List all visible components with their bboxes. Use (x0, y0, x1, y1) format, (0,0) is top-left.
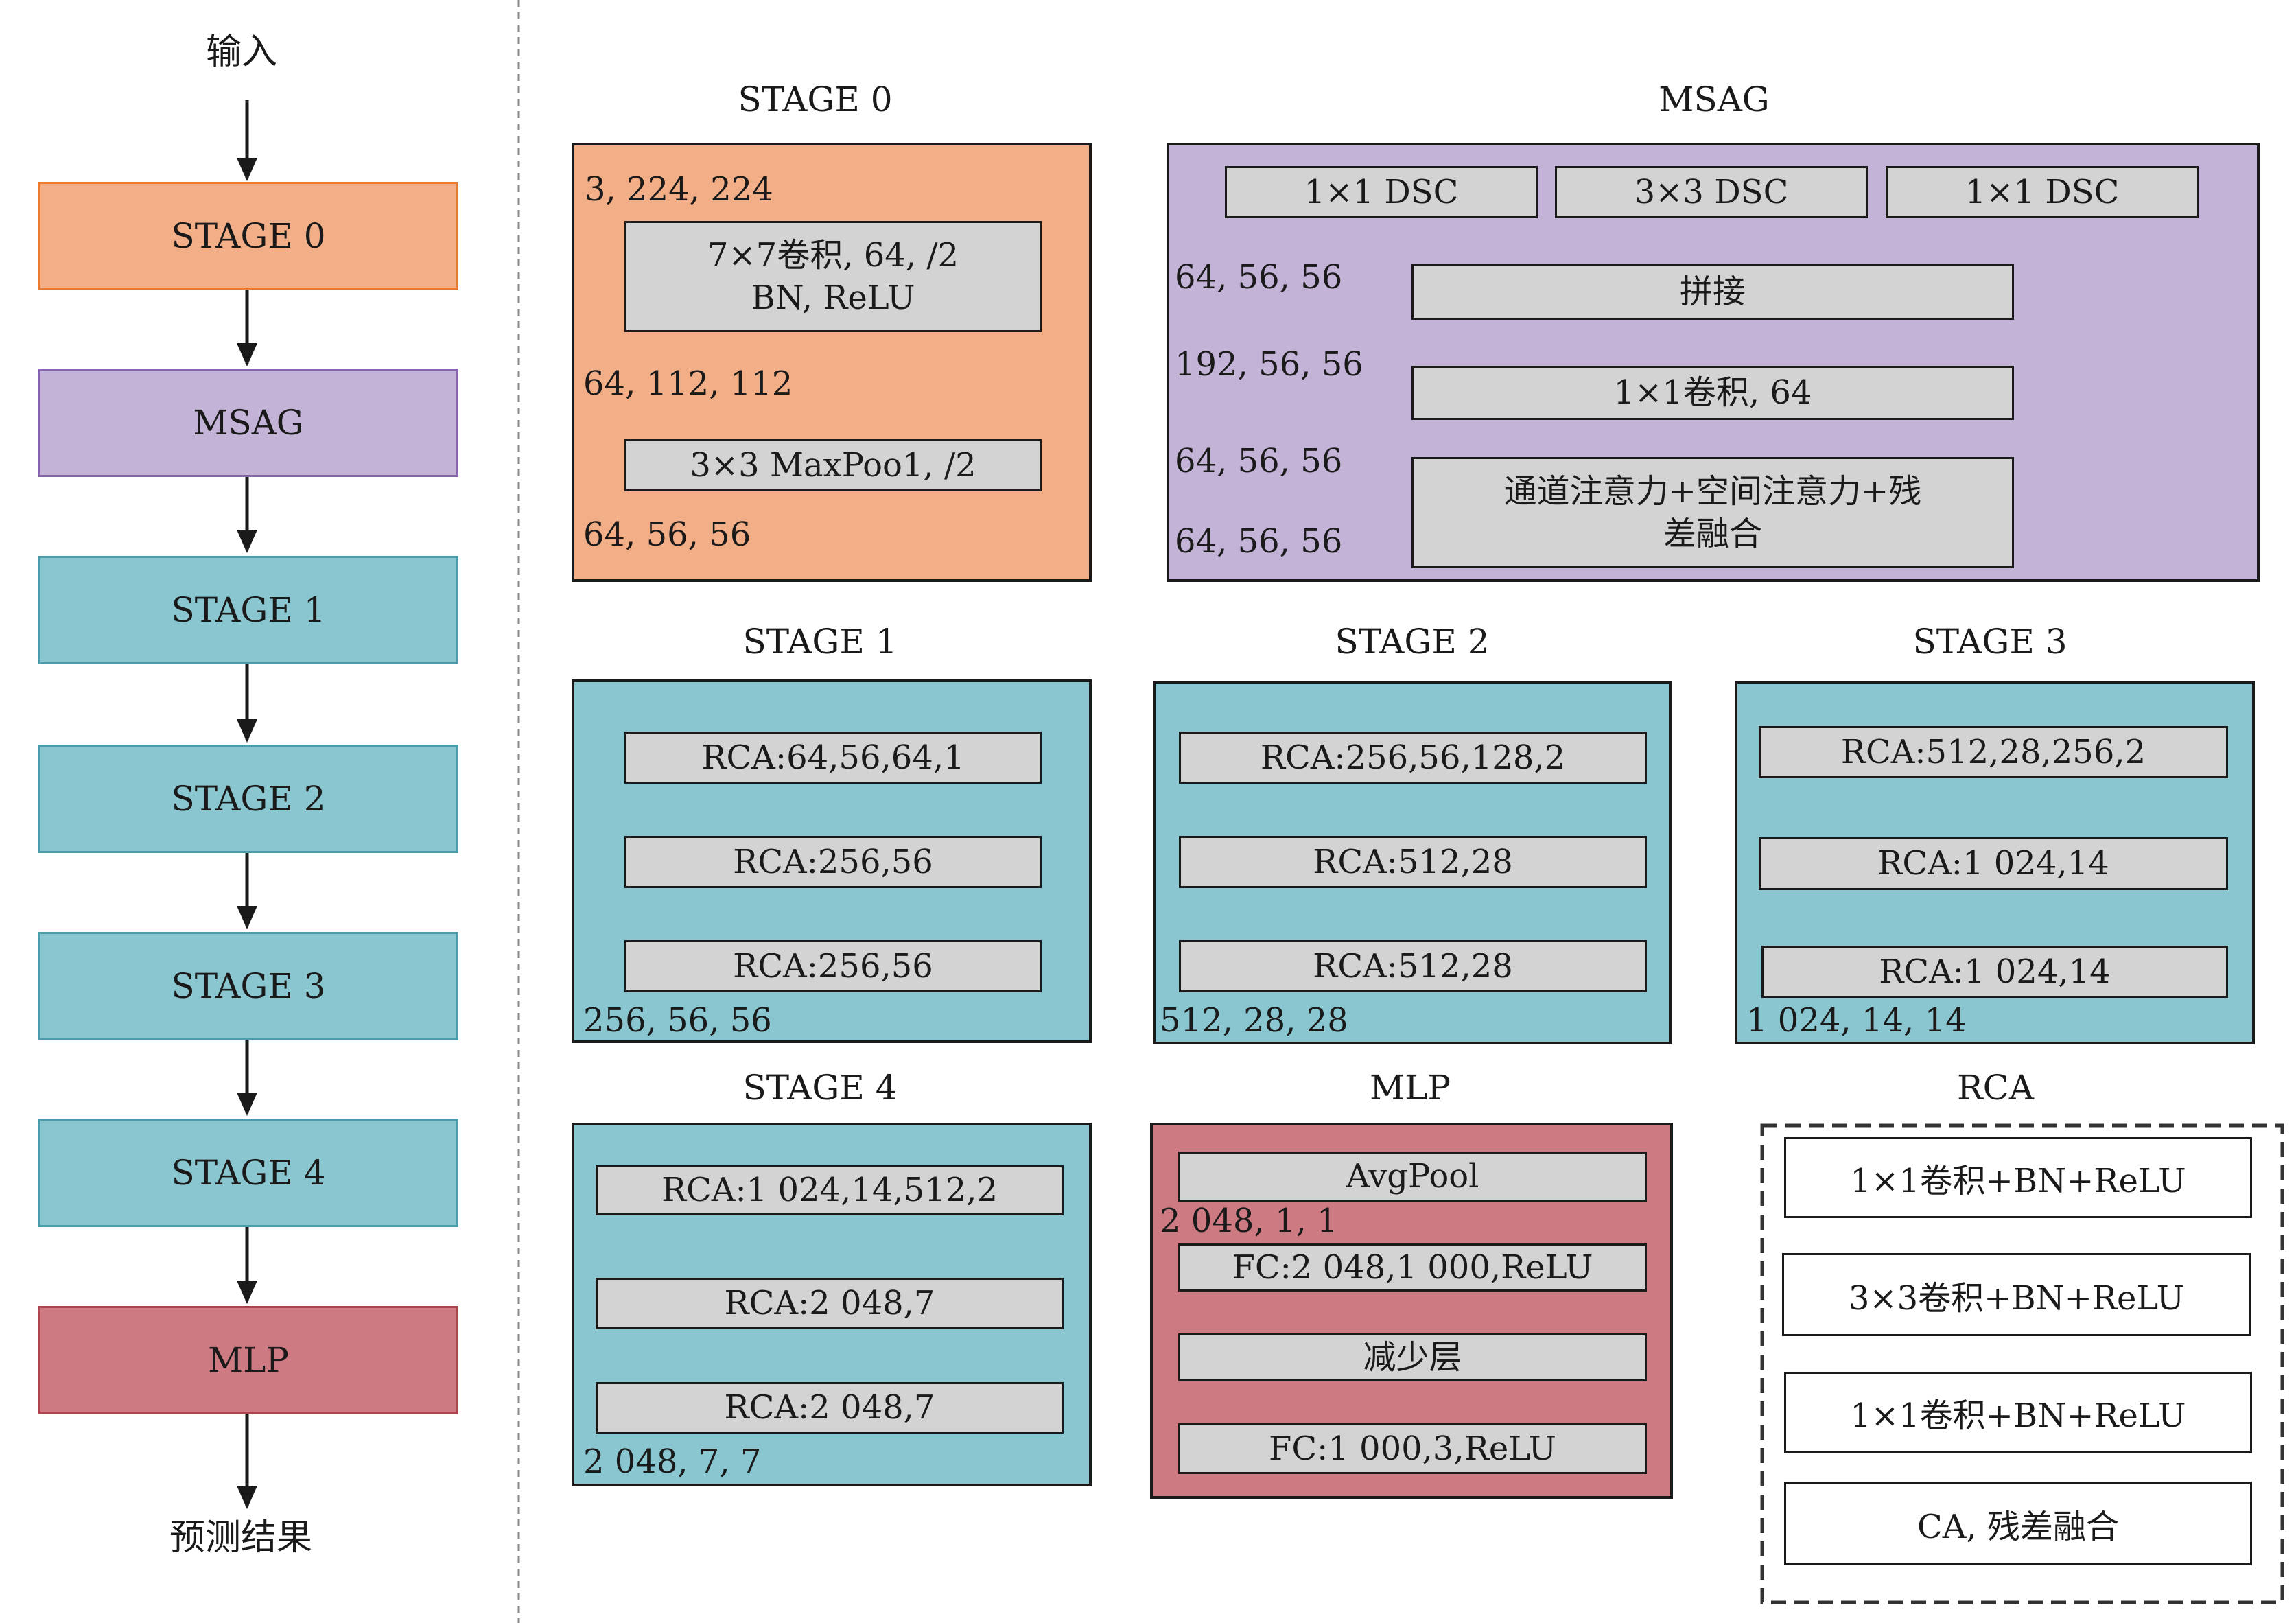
flow-stage-4: STAGE 4 (38, 1119, 458, 1227)
flow-mlp-label: MLP (207, 1340, 290, 1380)
stage2-rca-1-label: RCA:256,56,128,2 (1260, 738, 1566, 777)
stage4-rca-2-label: RCA:2 048,7 (724, 1284, 935, 1323)
stage1-rca-3-label: RCA:256,56 (733, 946, 933, 985)
msag-attention-line1: 通道注意力+空间注意力+残 (1503, 471, 1922, 511)
stage2-rca-3: RCA:512,28 (1179, 940, 1647, 992)
stage2-rca-3-label: RCA:512,28 (1313, 946, 1513, 985)
stage3-rca-1-label: RCA:512,28,256,2 (1840, 732, 2146, 771)
msag-attention-box: 通道注意力+空间注意力+残 差融合 (1411, 457, 2014, 568)
mlp-avgpool-label: AvgPool (1346, 1157, 1479, 1196)
stage4-rca-1-label: RCA:1 024,14,512,2 (661, 1171, 998, 1210)
stage0-conv-line1: 7×7卷积, 64, /2 (707, 235, 959, 275)
stage1-rca-1: RCA:64,56,64,1 (624, 732, 1042, 784)
msag-conv-box: 1×1卷积, 64 (1411, 366, 2014, 420)
stage1-rca-2: RCA:256,56 (624, 836, 1042, 888)
stage4-rca-1: RCA:1 024,14,512,2 (596, 1165, 1064, 1215)
msag-dsc-1x1-right: 1×1 DSC (1886, 166, 2199, 218)
flow-stage-3: STAGE 3 (38, 932, 458, 1040)
rca-title: RCA (1956, 1068, 2035, 1108)
flow-stage-0-label: STAGE 0 (171, 216, 326, 256)
flow-msag-label: MSAG (193, 403, 304, 443)
msag-dsc-1-label: 1×1 DSC (1304, 172, 1459, 211)
input-label: 输入 (206, 32, 278, 73)
flow-stage-2-label: STAGE 2 (171, 779, 326, 819)
flow-stage-4-label: STAGE 4 (171, 1153, 326, 1193)
msag-conv-label: 1×1卷积, 64 (1613, 373, 1812, 412)
stage0-dim-input: 3, 224, 224 (585, 170, 773, 209)
msag-dsc-3-label: 1×1 DSC (1965, 172, 2120, 211)
stage3-rca-2: RCA:1 024,14 (1759, 837, 2228, 890)
stage0-conv-box: 7×7卷积, 64, /2 BN, ReLU (624, 221, 1042, 332)
stage1-rca-1-label: RCA:64,56,64,1 (701, 738, 965, 777)
msag-dsc-2-label: 3×3 DSC (1634, 172, 1789, 211)
stage0-conv-line2: BN, ReLU (751, 279, 915, 317)
mlp-reduce-label: 减少层 (1363, 1338, 1462, 1377)
stage0-panel (572, 143, 1092, 582)
stage0-dim-mid: 64, 112, 112 (583, 364, 793, 403)
mlp-avgpool-box: AvgPool (1178, 1152, 1647, 1202)
mlp-reduce-box: 减少层 (1178, 1333, 1647, 1381)
msag-attention-line2: 差融合 (1663, 515, 1762, 553)
stage4-dim: 2 048, 7, 7 (583, 1443, 762, 1481)
msag-dim-3: 64, 56, 56 (1175, 442, 1343, 480)
mlp-title: MLP (1369, 1068, 1451, 1108)
stage0-maxpool-box: 3×3 MaxPoo1, /2 (624, 439, 1042, 491)
mlp-fc1-label: FC:2 048,1 000,ReLU (1232, 1248, 1593, 1287)
msag-title: MSAG (1659, 80, 1770, 119)
rca-box-3: 1×1卷积+BN+ReLU (1784, 1372, 2252, 1453)
flow-stage-3-label: STAGE 3 (171, 966, 326, 1006)
stage3-rca-3-label: RCA:1 024,14 (1879, 952, 2111, 991)
rca-box-4-label: CA, 残差融合 (1917, 1508, 2119, 1546)
stage1-rca-2-label: RCA:256,56 (733, 842, 933, 881)
rca-box-3-label: 1×1卷积+BN+ReLU (1850, 1397, 2186, 1435)
stage3-title: STAGE 3 (1912, 622, 2067, 662)
flow-msag: MSAG (38, 369, 458, 477)
stage2-dim: 512, 28, 28 (1160, 1001, 1348, 1040)
stage4-rca-3-label: RCA:2 048,7 (724, 1388, 935, 1427)
msag-dim-1: 64, 56, 56 (1175, 258, 1343, 296)
stage1-dim: 256, 56, 56 (583, 1001, 772, 1040)
flow-mlp: MLP (38, 1306, 458, 1414)
flow-stage-1: STAGE 1 (38, 556, 458, 664)
stage3-dim: 1 024, 14, 14 (1746, 1001, 1967, 1040)
rca-box-1-label: 1×1卷积+BN+ReLU (1850, 1162, 2186, 1200)
msag-dsc-3x3: 3×3 DSC (1555, 166, 1868, 218)
mlp-fc2-label: FC:1 000,3,ReLU (1269, 1429, 1556, 1468)
flow-stage-2: STAGE 2 (38, 745, 458, 853)
stage0-title: STAGE 0 (738, 80, 893, 119)
msag-dim-4: 64, 56, 56 (1175, 522, 1343, 561)
mlp-dim: 2 048, 1, 1 (1160, 1202, 1338, 1240)
flow-stage-0: STAGE 0 (38, 182, 458, 290)
rca-box-4: CA, 残差融合 (1784, 1482, 2252, 1565)
stage2-title: STAGE 2 (1335, 622, 1490, 662)
mlp-fc1-box: FC:2 048,1 000,ReLU (1178, 1243, 1647, 1292)
output-label: 预测结果 (169, 1517, 313, 1558)
stage4-rca-3: RCA:2 048,7 (596, 1382, 1064, 1434)
stage3-rca-1: RCA:512,28,256,2 (1759, 726, 2228, 778)
stage0-dim-output: 64, 56, 56 (583, 515, 751, 554)
stage3-rca-3: RCA:1 024,14 (1761, 946, 2228, 998)
msag-concat-box: 拼接 (1411, 264, 2014, 320)
rca-box-1: 1×1卷积+BN+ReLU (1784, 1137, 2252, 1218)
msag-concat-label: 拼接 (1679, 272, 1746, 311)
stage4-title: STAGE 4 (742, 1068, 898, 1108)
stage2-rca-2: RCA:512,28 (1179, 836, 1647, 888)
rca-dashed-frame (1760, 1123, 2284, 1604)
stage1-title: STAGE 1 (742, 622, 898, 662)
stage2-rca-1: RCA:256,56,128,2 (1179, 732, 1647, 784)
stage3-rca-2-label: RCA:1 024,14 (1877, 844, 2109, 883)
stage2-rca-2-label: RCA:512,28 (1313, 842, 1513, 881)
msag-dim-2: 192, 56, 56 (1175, 345, 1363, 384)
flow-stage-1-label: STAGE 1 (171, 590, 326, 630)
rca-box-2-label: 3×3卷积+BN+ReLU (1848, 1278, 2185, 1318)
msag-dsc-1x1-left: 1×1 DSC (1225, 166, 1538, 218)
stage4-rca-2: RCA:2 048,7 (596, 1278, 1064, 1329)
stage0-maxpool-label: 3×3 MaxPoo1, /2 (690, 445, 976, 484)
mlp-fc2-box: FC:1 000,3,ReLU (1178, 1423, 1647, 1474)
stage1-rca-3: RCA:256,56 (624, 940, 1042, 992)
rca-box-2: 3×3卷积+BN+ReLU (1782, 1253, 2251, 1336)
